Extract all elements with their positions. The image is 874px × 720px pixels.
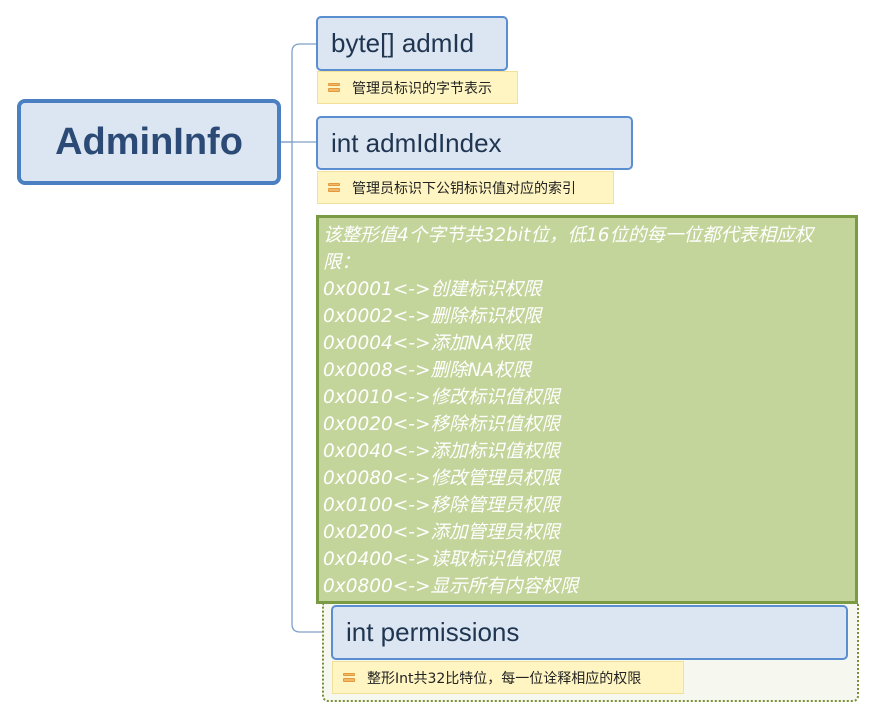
note-icon (328, 182, 340, 193)
note-adm-id[interactable]: 管理员标识的字节表示 (317, 71, 518, 104)
topic-label: int admIdIndex (331, 127, 502, 158)
description-line: 0x0400<->读取标识值权限 (323, 549, 560, 570)
note-text: 管理员标识的字节表示 (352, 80, 492, 97)
description-line: 0x0100<->移除管理员权限 (323, 495, 560, 516)
description-line: 该整形值4个字节共32bit位，低16位的每一位都代表相应权 (323, 225, 813, 246)
topic-permissions[interactable]: int permissions (331, 605, 848, 660)
topic-adm-id[interactable]: byte[] admId (316, 16, 508, 71)
note-icon (328, 82, 340, 93)
description-line: 0x0800<->显示所有内容权限 (323, 576, 579, 597)
note-adm-id-index[interactable]: 管理员标识下公钥标识值对应的索引 (317, 171, 614, 204)
description-line: 0x0002<->删除标识权限 (323, 306, 542, 327)
topic-label: int permissions (346, 617, 520, 647)
root-topic-label: AdminInfo (55, 120, 243, 163)
topic-label: byte[] admId (331, 28, 475, 58)
note-text: 管理员标识下公钥标识值对应的索引 (352, 180, 576, 197)
description-line: 0x0200<->添加管理员权限 (323, 522, 560, 543)
topic-adm-id-index[interactable]: int admIdIndex (316, 116, 633, 170)
note-text: 整形Int共32比特位，每一位诠释相应的权限 (367, 670, 642, 687)
description-line: 0x0040<->添加标识值权限 (323, 441, 560, 462)
description-line: 0x0020<->移除标识值权限 (323, 414, 560, 435)
description-line: 0x0004<->添加NA权限 (323, 333, 531, 354)
note-permissions[interactable]: 整形Int共32比特位，每一位诠释相应的权限 (332, 661, 684, 694)
description-line: 0x0008<->删除NA权限 (323, 360, 531, 381)
note-icon (343, 672, 355, 683)
description-line: 0x0001<->创建标识权限 (323, 279, 542, 300)
description-line: 限： (323, 252, 361, 273)
description-line: 0x0080<->修改管理员权限 (323, 468, 560, 489)
description-line: 0x0010<->修改标识值权限 (323, 387, 560, 408)
permissions-description[interactable]: 该整形值4个字节共32bit位，低16位的每一位都代表相应权 限： 0x0001… (316, 215, 858, 604)
root-topic[interactable]: AdminInfo (17, 99, 281, 185)
